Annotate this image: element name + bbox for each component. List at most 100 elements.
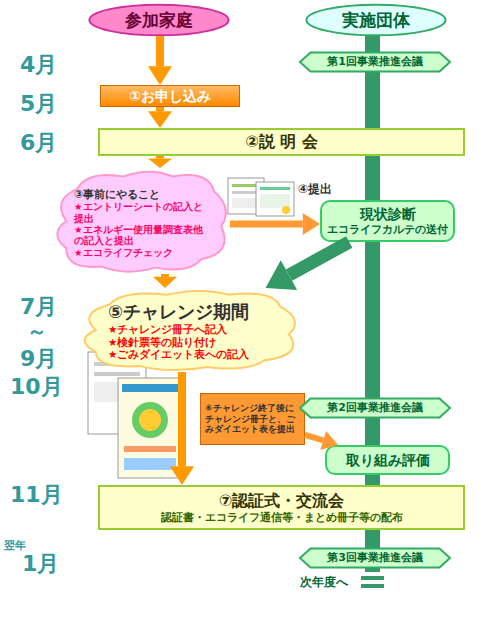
meeting-hexagon: 第2回事業推進会議 bbox=[300, 398, 450, 418]
brochure-globe bbox=[139, 409, 161, 431]
node-title: 参加家庭 bbox=[125, 10, 193, 30]
form-icon bbox=[282, 206, 290, 214]
year-label: 翌年 bbox=[4, 538, 26, 553]
month-label: 11月 bbox=[10, 480, 63, 510]
task-cloud: ③事前にやること★エントリーシートの記入と提出★エネルギー使用量調査表他の記入と… bbox=[52, 168, 230, 274]
month-label: 5月 bbox=[20, 89, 57, 119]
hexagon-path bbox=[300, 548, 450, 567]
month-label: 4月 bbox=[20, 50, 57, 80]
form-line bbox=[260, 187, 290, 190]
month-label: 6月 bbox=[20, 128, 57, 158]
node-title: 第1回事業推進会議 bbox=[327, 55, 423, 68]
node-title: ②説 明 会 bbox=[245, 132, 318, 151]
node-title: 取り組み評価 bbox=[346, 452, 430, 469]
edge-label: ④提出 bbox=[298, 181, 332, 198]
form-table bbox=[232, 198, 260, 208]
month-label: 1月 bbox=[22, 549, 59, 579]
flow-arrow bbox=[148, 107, 172, 128]
arrow-head bbox=[148, 111, 172, 128]
process-box: ⑥チャレンジ終了後にチャレンジ冊子と、ごみダイエット表を提出 bbox=[200, 393, 305, 445]
cloud-path bbox=[57, 172, 226, 272]
node-text: エコライフカルテの送付 bbox=[327, 223, 448, 236]
node-title: ⑦認証式・交流会 bbox=[219, 491, 345, 510]
cloud-path bbox=[85, 291, 295, 370]
brochure-title-bar bbox=[122, 384, 178, 392]
month-label: 9月 bbox=[20, 344, 57, 374]
header-ellipse: 実施団体 bbox=[305, 4, 447, 36]
arrow-shaft bbox=[161, 274, 169, 277]
brochure-cover bbox=[118, 378, 182, 478]
node-title: 現状診断 bbox=[360, 206, 416, 223]
arrow-shaft bbox=[156, 107, 164, 111]
node-title: 第2回事業推進会議 bbox=[327, 401, 423, 414]
month-label: 10月 bbox=[10, 372, 63, 402]
node-text: ★エネルギー使用量調査表他の記入と提出 bbox=[74, 224, 210, 247]
flow-arrow bbox=[153, 274, 177, 288]
month-label: ～ bbox=[27, 318, 47, 345]
brochure-band bbox=[124, 446, 176, 452]
node-content: ⑤チャレンジ期間★チャレンジ冊子へ記入★検針票等の貼り付け★ごみダイエット表への… bbox=[78, 288, 300, 372]
meeting-hexagon: 第1回事業推進会議 bbox=[300, 52, 450, 72]
node-content: 取り組み評価 bbox=[327, 447, 448, 473]
process-band: ②説 明 会 bbox=[98, 128, 465, 156]
form-sheet bbox=[228, 178, 264, 214]
form-line bbox=[232, 191, 260, 194]
node-title: ①お申し込み bbox=[129, 88, 211, 105]
arrow-shaft bbox=[230, 221, 303, 228]
arrow-head bbox=[148, 158, 172, 168]
node-title: ⑥チャレンジ終了後にチャレンジ冊子と、ごみダイエット表を提出 bbox=[205, 403, 300, 435]
form-line bbox=[232, 184, 260, 187]
process-box: ①お申し込み bbox=[100, 85, 240, 107]
node-text: ★チャレンジ冊子へ記入 bbox=[108, 323, 227, 336]
arrow-head bbox=[153, 277, 177, 288]
node-content: 第2回事業推進会議 bbox=[300, 398, 450, 418]
challenge-cloud: ⑤チャレンジ期間★チャレンジ冊子へ記入★検針票等の貼り付け★ごみダイエット表への… bbox=[78, 288, 300, 372]
form-sheet bbox=[256, 182, 294, 216]
arrow-shaft bbox=[156, 36, 164, 66]
ellipse-path bbox=[306, 5, 445, 36]
node-content: 実施団体 bbox=[305, 4, 447, 36]
arrow-shaft bbox=[305, 435, 323, 441]
node-text: ★ごみダイエット表への記入 bbox=[108, 348, 249, 361]
arrow-head bbox=[265, 260, 297, 290]
arrow-head bbox=[170, 466, 194, 485]
node-text: ★エコライフチェック bbox=[74, 247, 173, 258]
continue-mark bbox=[361, 576, 384, 580]
arrow-head bbox=[303, 213, 320, 235]
flow-arrow bbox=[148, 156, 172, 168]
ellipse-path bbox=[89, 5, 228, 36]
header-ellipse: 参加家庭 bbox=[88, 4, 230, 36]
flow-arrow bbox=[265, 242, 349, 290]
arrow-shaft bbox=[178, 372, 186, 466]
month-label: 7月 bbox=[20, 292, 57, 322]
arrow-shaft bbox=[289, 242, 349, 275]
hexagon-path bbox=[300, 52, 450, 71]
node-content: 第3回事業推進会議 bbox=[300, 548, 450, 568]
flow-arrow bbox=[148, 36, 172, 85]
hexagon-path bbox=[300, 398, 450, 417]
process-band: ⑦認証式・交流会認証書・エコライフ通信等・まとめ冊子等の配布 bbox=[98, 485, 465, 530]
node-content: ③事前にやること★エントリーシートの記入と提出★エネルギー使用量調査表他の記入と… bbox=[52, 168, 230, 274]
node-content: ②説 明 会 bbox=[100, 130, 463, 154]
node-content: ⑥チャレンジ終了後にチャレンジ冊子と、ごみダイエット表を提出 bbox=[201, 394, 304, 444]
brochure-band bbox=[124, 458, 176, 470]
meeting-hexagon: 第3回事業推進会議 bbox=[300, 548, 450, 568]
brochure-globe bbox=[132, 402, 168, 438]
node-text: ★エントリーシートの記入と提出 bbox=[74, 201, 210, 224]
node-title: 第3回事業推進会議 bbox=[327, 551, 423, 564]
arrow-shaft bbox=[156, 156, 164, 158]
node-text: 認証書・エコライフ通信等・まとめ冊子等の配布 bbox=[161, 511, 403, 524]
node-title: ③事前にやること bbox=[74, 188, 160, 201]
node-title: ⑤チャレンジ期間 bbox=[108, 301, 249, 323]
node-content: 現状診断エコライフカルテの送付 bbox=[322, 202, 453, 240]
continue-mark bbox=[361, 584, 384, 588]
arrow-head bbox=[148, 66, 172, 85]
process-box: 取り組み評価 bbox=[325, 445, 450, 475]
node-content: 参加家庭 bbox=[88, 4, 230, 36]
node-text: ★検針票等の貼り付け bbox=[108, 336, 216, 349]
node-title: 実施団体 bbox=[342, 10, 410, 30]
node-content: ①お申し込み bbox=[101, 86, 239, 106]
flow-arrow bbox=[230, 213, 320, 235]
form-illustration bbox=[228, 178, 294, 216]
